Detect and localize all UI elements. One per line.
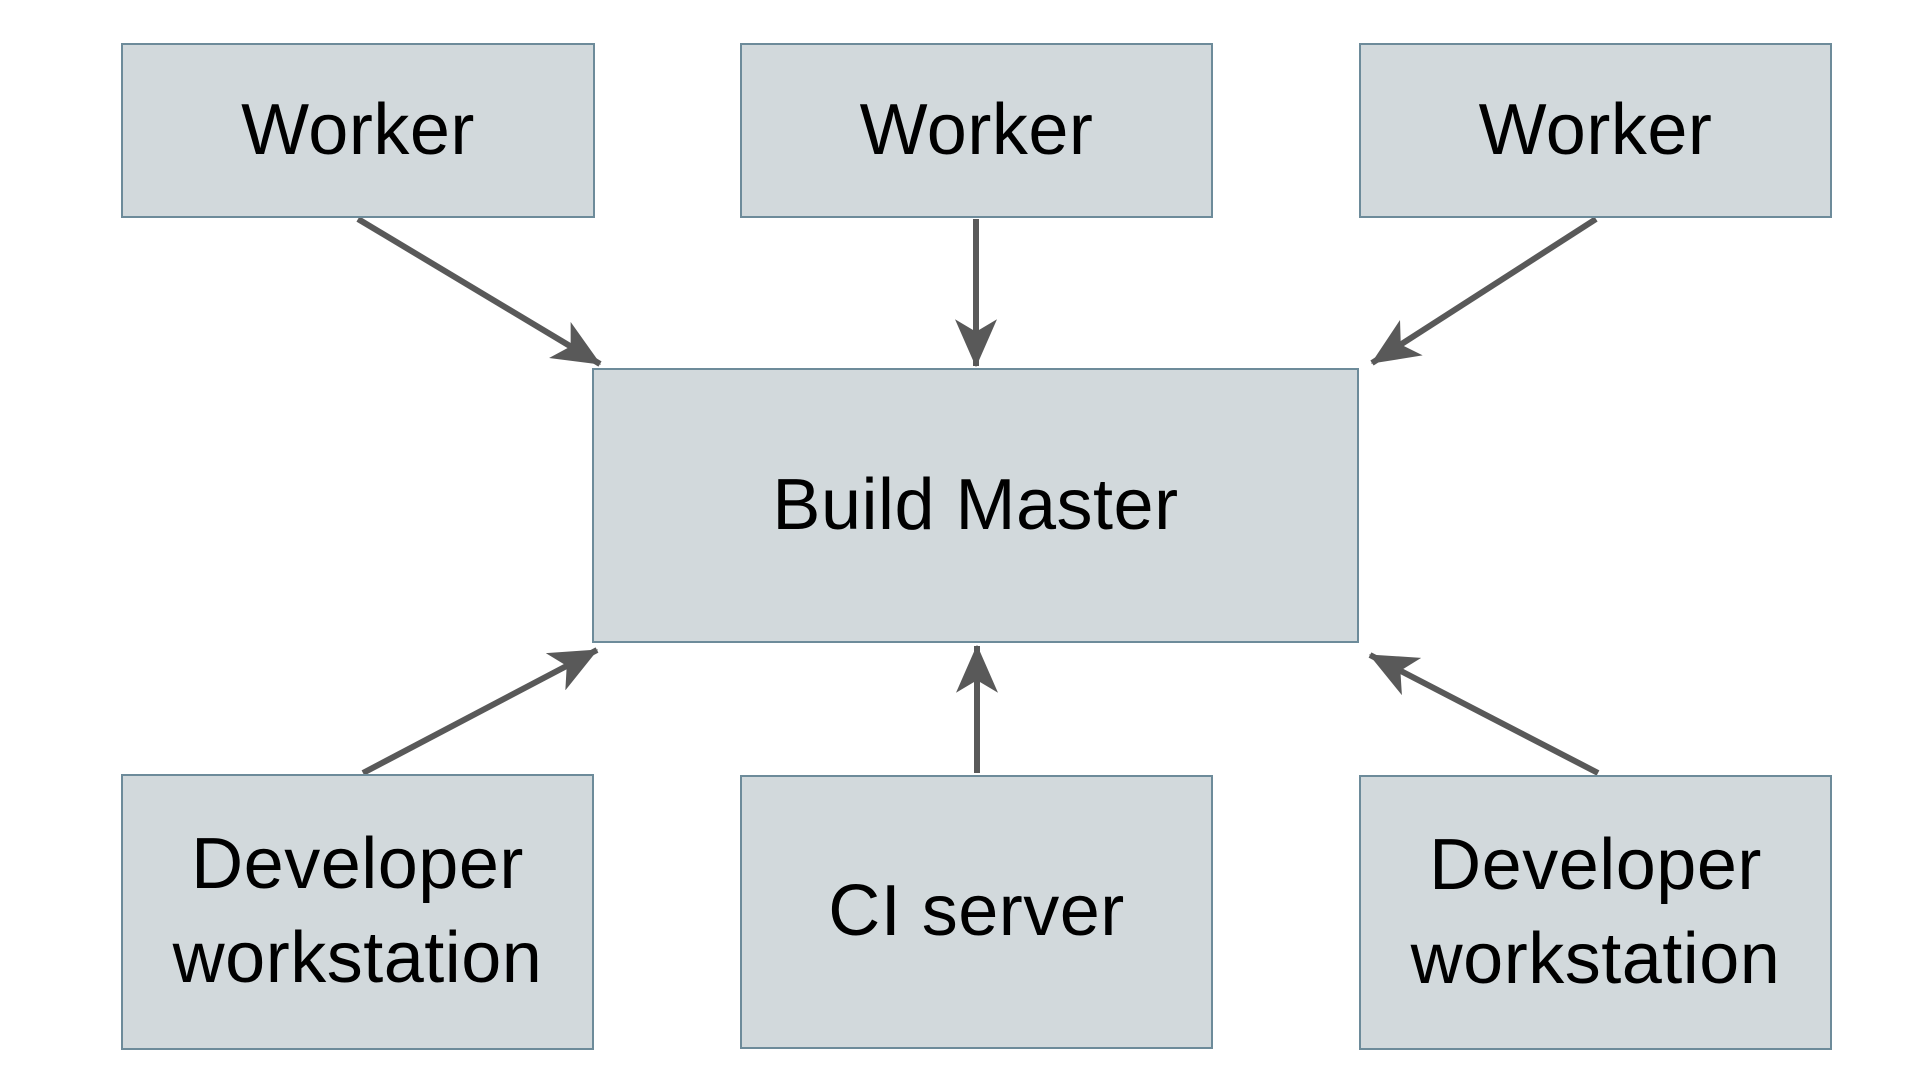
node-worker-3: Worker <box>1359 43 1832 218</box>
node-developer-workstation-right-label: Developer workstation <box>1410 824 1781 999</box>
node-developer-workstation-left: Developer workstation <box>121 774 594 1050</box>
node-worker-1: Worker <box>121 43 595 218</box>
node-build-master-label: Build Master <box>772 464 1179 545</box>
arrow-dev-workstation-left-to-build-master <box>361 647 599 776</box>
arrow-dev-workstation-right-to-build-master <box>1368 652 1600 776</box>
node-ci-server: CI server <box>740 775 1213 1049</box>
arrow-worker-3-to-build-master <box>1370 216 1598 366</box>
node-ci-server-label: CI server <box>828 871 1125 952</box>
node-build-master: Build Master <box>592 368 1359 643</box>
node-developer-workstation-left-label: Developer workstation <box>172 824 543 998</box>
node-worker-2-label: Worker <box>859 89 1094 170</box>
node-worker-2: Worker <box>740 43 1213 218</box>
node-developer-workstation-right: Developer workstation <box>1359 775 1832 1050</box>
node-worker-3-label: Worker <box>1478 89 1713 170</box>
node-worker-1-label: Worker <box>241 89 475 170</box>
arrow-worker-1-to-build-master <box>356 216 602 367</box>
